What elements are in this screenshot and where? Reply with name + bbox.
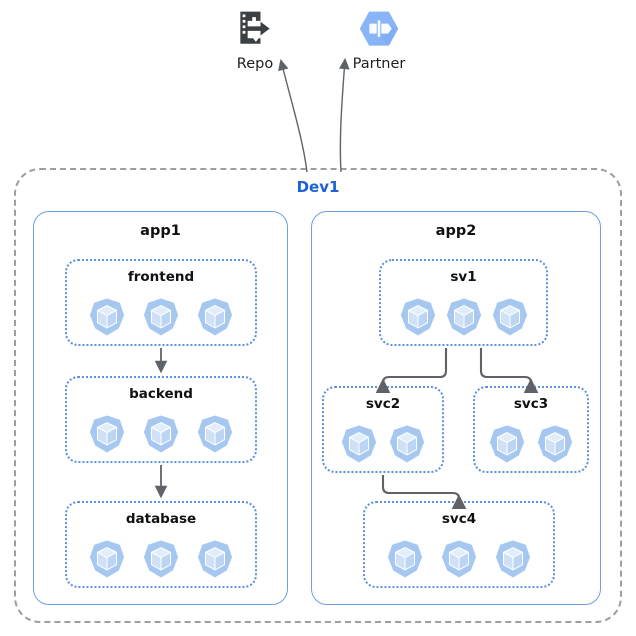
pod-icon[interactable] [196, 297, 234, 337]
service-box-svc2[interactable]: svc2 [322, 386, 444, 473]
pod-icon[interactable] [399, 297, 437, 337]
svc4-label: svc4 [441, 511, 477, 527]
pod-icon[interactable] [142, 414, 180, 454]
backend-label: backend [129, 386, 193, 402]
external-node-partner-label: Partner [352, 56, 406, 72]
app2-label: app2 [435, 223, 477, 239]
service-box-frontend[interactable]: frontend [65, 259, 257, 346]
service-box-backend[interactable]: backend [65, 376, 257, 463]
frontend-pod-row [67, 297, 255, 337]
svc2-label: svc2 [365, 396, 401, 412]
external-node-repo-label: Repo [236, 56, 274, 72]
pod-icon[interactable] [388, 424, 426, 464]
pod-icon[interactable] [88, 414, 126, 454]
app-container-app1[interactable]: app1 [33, 211, 288, 605]
backend-pod-row [67, 414, 255, 454]
database-label: database [125, 511, 197, 527]
pod-icon[interactable] [386, 539, 424, 579]
pod-icon[interactable] [142, 539, 180, 579]
pod-icon[interactable] [536, 424, 574, 464]
pod-icon[interactable] [196, 539, 234, 579]
external-node-repo[interactable]: Repo [209, 8, 301, 73]
service-box-database[interactable]: database [65, 501, 257, 588]
svc3-pod-row [475, 424, 587, 464]
app1-label: app1 [140, 223, 181, 239]
pod-icon[interactable] [88, 539, 126, 579]
sv1-pod-row [381, 297, 546, 337]
repo-icon [240, 11, 270, 44]
svc3-label: svc3 [513, 396, 549, 412]
pod-icon[interactable] [494, 539, 532, 579]
database-pod-row [67, 539, 255, 579]
pod-icon[interactable] [440, 539, 478, 579]
external-node-partner[interactable]: Partner [333, 8, 425, 73]
pod-icon[interactable] [488, 424, 526, 464]
service-box-svc4[interactable]: svc4 [363, 501, 555, 588]
pod-icon[interactable] [491, 297, 529, 337]
pod-icon[interactable] [88, 297, 126, 337]
environment-dev1[interactable] [14, 168, 622, 623]
sv1-label: sv1 [450, 269, 477, 285]
pod-icon[interactable] [340, 424, 378, 464]
service-box-sv1[interactable]: sv1 [379, 259, 548, 346]
service-box-svc3[interactable]: svc3 [473, 386, 589, 473]
edge-dev1-repo [278, 58, 308, 173]
pod-icon[interactable] [196, 414, 234, 454]
svc4-pod-row [365, 539, 553, 579]
frontend-label: frontend [127, 269, 195, 285]
pod-icon[interactable] [445, 297, 483, 337]
app-container-app2[interactable]: app2 [311, 211, 601, 605]
partner-hexagon-icon [359, 11, 399, 46]
svc2-pod-row [324, 424, 442, 464]
pod-icon[interactable] [142, 297, 180, 337]
edge-dev1-partner [339, 57, 350, 173]
environment-label: Dev1 [296, 178, 340, 196]
